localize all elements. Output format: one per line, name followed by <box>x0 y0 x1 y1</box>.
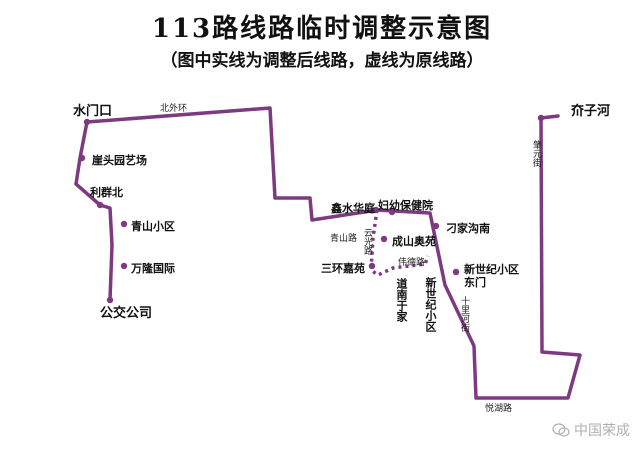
stop-label-yatouyuan: 崖头园艺场 <box>92 155 147 167</box>
stop-dot <box>106 296 114 304</box>
stop-dot <box>388 208 396 216</box>
stop-dot <box>120 220 128 228</box>
stop-dot <box>372 206 380 214</box>
stop-label-gongjiao: 公交公司 <box>100 305 153 320</box>
stop-dot <box>120 262 128 270</box>
adjusted-route-line-west <box>74 120 114 302</box>
stop-dot <box>537 114 545 122</box>
stop-dot <box>78 154 86 162</box>
stop-label-xinshiji-east: 新世纪小区东门 <box>464 264 519 289</box>
stop-label-chengshan: 成山奥苑 <box>392 236 436 248</box>
map-title: 113路线路临时调整示意图 <box>151 14 493 44</box>
stop-dot <box>83 118 91 126</box>
watermark-text: 中国荣成 <box>574 422 630 438</box>
stop-label-diaojia: 刁家沟南 <box>446 223 490 235</box>
road-label-shilihejie: 十里河街 <box>460 296 470 332</box>
stop-label-sanhuan: 三环嘉苑 <box>321 263 365 275</box>
stop-label-shuimenkou: 水门口 <box>73 103 113 118</box>
road-label-weidelu: 伟德路 <box>398 257 426 267</box>
stop-label-wanlong: 万隆国际 <box>131 263 175 275</box>
stop-dot <box>380 235 388 243</box>
stop-dots <box>78 114 545 304</box>
road-label-zhaoyuanjie: 肇元街 <box>532 140 542 167</box>
map-subtitle: （图中实线为调整后线路，虚线为原线路） <box>160 51 484 70</box>
adjusted-route-line <box>85 106 582 400</box>
stop-dot <box>452 268 460 276</box>
wechat-icon <box>552 423 570 437</box>
stop-label-xinshui: 鑫水华庭 <box>331 203 375 215</box>
stop-label-fuyou: 妇幼保健院 <box>378 200 433 212</box>
stop-dot <box>432 222 440 230</box>
road-label-qingshanlu: 青山路 <box>330 233 358 243</box>
stop-label-xinshiji: 新世纪小区 <box>424 277 436 332</box>
road-label-yunguanglu: 云光路 <box>363 228 373 255</box>
stop-label-daonan: 道南于家 <box>395 278 407 322</box>
stop-label-qingshan: 青山小区 <box>131 221 175 233</box>
stop-dot <box>368 262 376 270</box>
stop-label-liqunbei: 利群北 <box>90 187 123 199</box>
watermark: 中国荣成 <box>552 420 630 440</box>
stop-dot <box>96 201 104 209</box>
road-label-beiwaihuan: 北外环 <box>160 103 188 113</box>
original-route-dashed <box>369 209 430 278</box>
stop-label-jiezihe: 夼子河 <box>571 103 611 118</box>
road-label-yuehulu: 悦湖路 <box>485 403 513 413</box>
